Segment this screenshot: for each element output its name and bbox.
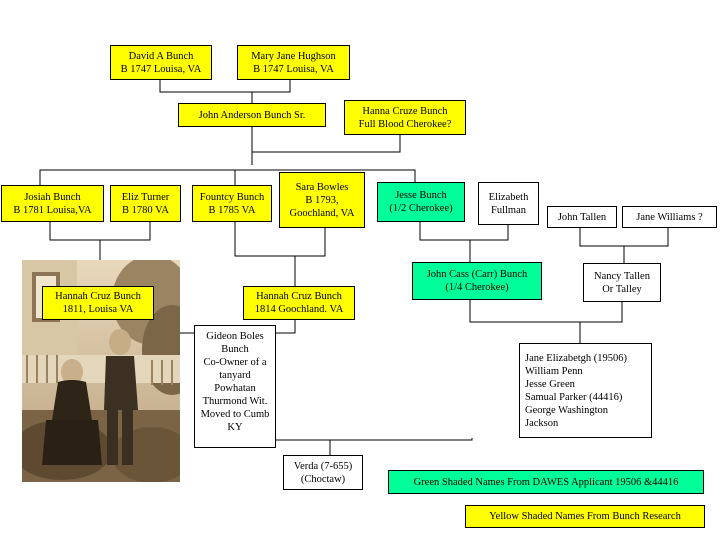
person-name: Josiah Bunch bbox=[24, 191, 81, 203]
person-john-cass-bunch: John Cass (Carr) Bunch (1/4 Cherokee) bbox=[412, 262, 542, 300]
person-sara-bowles: Sara Bowles B 1793, Goochland, VA bbox=[279, 172, 365, 228]
person-note: Thurmond Wit. bbox=[202, 396, 268, 407]
person-name: Eliz Turner bbox=[121, 191, 170, 203]
person-gideon-boles-bunch: Gideon Boles Bunch Co-Owner of a tanyard… bbox=[194, 325, 276, 448]
person-hannah-cruz-bunch-1814: Hannah Cruz Bunch 1814 Goochland. VA bbox=[243, 286, 355, 320]
person-fountcy-bunch: Fountcy Bunch B 1785 VA bbox=[192, 185, 272, 222]
person-hannah-cruz-bunch-1811: Hannah Cruz Bunch 1811, Louisa VA bbox=[42, 286, 154, 320]
legend-green: Green Shaded Names From DAWES Applicant … bbox=[388, 470, 704, 494]
person-birth: 1814 Goochland. VA bbox=[254, 304, 344, 315]
person-mary-hughson: Mary Jane Hughson B 1747 Louisa, VA bbox=[237, 45, 350, 80]
connector-line bbox=[159, 80, 291, 93]
child-name: Samual Parker (44416) bbox=[525, 391, 623, 403]
connector-line bbox=[234, 222, 326, 257]
child-name: William Penn bbox=[525, 365, 583, 377]
person-birth: B 1747 Louisa, VA bbox=[120, 63, 202, 75]
person-name: Verda (7-655) bbox=[293, 460, 353, 472]
child-name: George Washington bbox=[525, 404, 609, 416]
child-name: Jackson bbox=[525, 417, 559, 429]
person-place: Goochland, VA bbox=[289, 207, 355, 219]
person-note: KY bbox=[227, 422, 243, 433]
person-name: Hanna Cruze Bunch bbox=[362, 105, 448, 117]
connector-line bbox=[251, 127, 401, 153]
legend-yellow-text: Yellow Shaded Names From Bunch Research bbox=[489, 511, 681, 522]
person-david-bunch: David A Bunch B 1747 Louisa, VA bbox=[110, 45, 212, 80]
person-note: Moved to Cumb bbox=[200, 409, 270, 420]
person-elizabeth-fullman: Elizabeth Fullman bbox=[478, 182, 539, 225]
person-name: Sara Bowles bbox=[295, 181, 349, 193]
person-name: John Tallen bbox=[557, 211, 607, 223]
person-note: (1/2 Cherokee) bbox=[389, 203, 453, 214]
person-birth: B 1785 VA bbox=[208, 204, 256, 216]
person-jesse-bunch: Jesse Bunch (1/2 Cherokee) bbox=[377, 182, 465, 222]
person-note: tanyard bbox=[219, 370, 251, 381]
person-john-anderson-bunch-sr: John Anderson Bunch Sr. bbox=[178, 103, 326, 127]
person-note: Powhatan bbox=[214, 383, 256, 394]
person-alt-name: Or Talley bbox=[602, 283, 642, 295]
person-john-tallen: John Tallen bbox=[547, 206, 617, 228]
connector-line bbox=[579, 228, 669, 247]
person-note: (1/4 Cherokee) bbox=[445, 282, 509, 293]
person-birth: B 1793, bbox=[305, 194, 339, 206]
legend-yellow: Yellow Shaded Names From Bunch Research bbox=[465, 505, 705, 528]
person-hanna-cruze-bunch: Hanna Cruze Bunch Full Blood Cherokee? bbox=[344, 100, 466, 135]
person-name: Mary Jane Hughson bbox=[251, 50, 336, 62]
person-name: John Cass (Carr) Bunch bbox=[426, 269, 528, 280]
person-note: Co-Owner of a bbox=[203, 357, 267, 368]
person-name: John Anderson Bunch Sr. bbox=[198, 109, 306, 121]
connector-line bbox=[469, 300, 623, 323]
person-name: Fountcy Bunch bbox=[199, 191, 265, 203]
person-birth: B 1780 VA bbox=[122, 204, 169, 216]
person-name: Gideon Boles bbox=[206, 331, 264, 342]
person-name: Jesse Bunch bbox=[395, 190, 447, 201]
person-name: David A Bunch bbox=[128, 50, 194, 62]
person-birth: 1811, Louisa VA bbox=[62, 304, 134, 315]
child-name: Jane Elizabetgh (19506) bbox=[525, 352, 628, 364]
person-name: Hannah Cruz Bunch bbox=[256, 291, 342, 302]
person-note: (Choctaw) bbox=[300, 473, 346, 485]
person-name: Jane Williams ? bbox=[636, 211, 703, 223]
person-name: Elizabeth bbox=[488, 191, 529, 203]
children-list-jane-elizabeth: Jane Elizabetgh (19506) William Penn Jes… bbox=[519, 343, 652, 438]
child-name: Jesse Green bbox=[525, 378, 575, 390]
person-note: Full Blood Cherokee? bbox=[358, 118, 452, 130]
person-name: Nancy Tallen bbox=[594, 270, 650, 282]
legend-green-text: Green Shaded Names From DAWES Applicant … bbox=[413, 476, 679, 488]
person-surname: Fullman bbox=[490, 204, 526, 216]
person-verda: Verda (7-655) (Choctaw) bbox=[283, 455, 363, 490]
person-eliz-turner: Eliz Turner B 1780 VA bbox=[110, 185, 181, 222]
person-surname: Bunch bbox=[221, 344, 249, 355]
connector-line bbox=[49, 222, 151, 241]
person-birth: B 1781 Louisa,VA bbox=[13, 204, 92, 216]
connector-line bbox=[39, 169, 416, 185]
person-jane-williams: Jane Williams ? bbox=[622, 206, 717, 228]
person-birth: B 1747 Louisa, VA bbox=[253, 63, 334, 75]
connector-line bbox=[419, 222, 509, 241]
person-name: Hannah Cruz Bunch bbox=[55, 291, 141, 302]
person-nancy-tallen: Nancy Tallen Or Talley bbox=[583, 263, 661, 302]
person-josiah-bunch: Josiah Bunch B 1781 Louisa,VA bbox=[1, 185, 104, 222]
